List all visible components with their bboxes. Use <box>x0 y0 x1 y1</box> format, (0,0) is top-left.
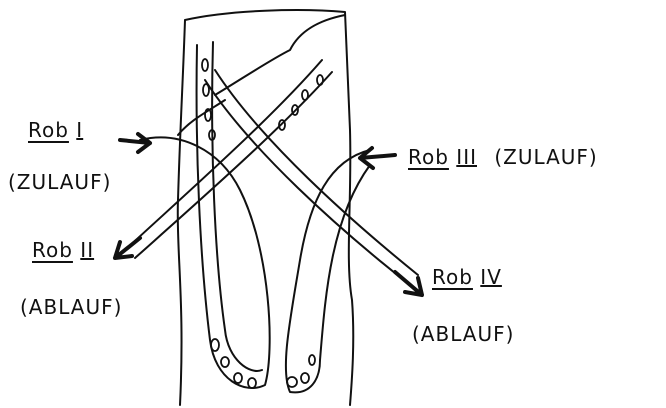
rob1-prefix: Rob <box>28 118 69 142</box>
rob4-prefix: Rob <box>432 265 473 289</box>
rob4-type: (ABLAUF) <box>412 322 515 346</box>
rob1-type: (ZULAUF) <box>8 170 112 194</box>
conveyor-belt-2 <box>124 59 323 251</box>
arrow-rob3 <box>358 146 397 170</box>
rob2-number: II <box>80 238 95 262</box>
rob1-number: I <box>76 118 84 142</box>
label-rob4: Rob IV <box>432 265 502 289</box>
rob4-number: IV <box>480 265 502 289</box>
label-rob1: Rob I <box>28 118 83 142</box>
rob2-prefix: Rob <box>32 238 73 262</box>
rob3-prefix: Rob <box>408 145 449 169</box>
machine-body-outline <box>176 9 355 406</box>
arrow-rob4 <box>393 270 424 297</box>
label-rob2: Rob II <box>32 238 94 262</box>
belt-holes <box>201 58 324 389</box>
arrow-rob1 <box>118 132 152 154</box>
rob3-type: (ZULAUF) <box>494 145 598 169</box>
conveyor-belt-3 <box>204 79 411 286</box>
rob2-type: (ABLAUF) <box>20 295 123 319</box>
conveyor-belt-1 <box>139 44 271 389</box>
rob3-number: III <box>456 145 477 169</box>
arrow-rob2 <box>113 236 142 260</box>
conveyor-belt-4 <box>284 149 371 394</box>
label-rob3: Rob III (ZULAUF) <box>408 145 598 169</box>
